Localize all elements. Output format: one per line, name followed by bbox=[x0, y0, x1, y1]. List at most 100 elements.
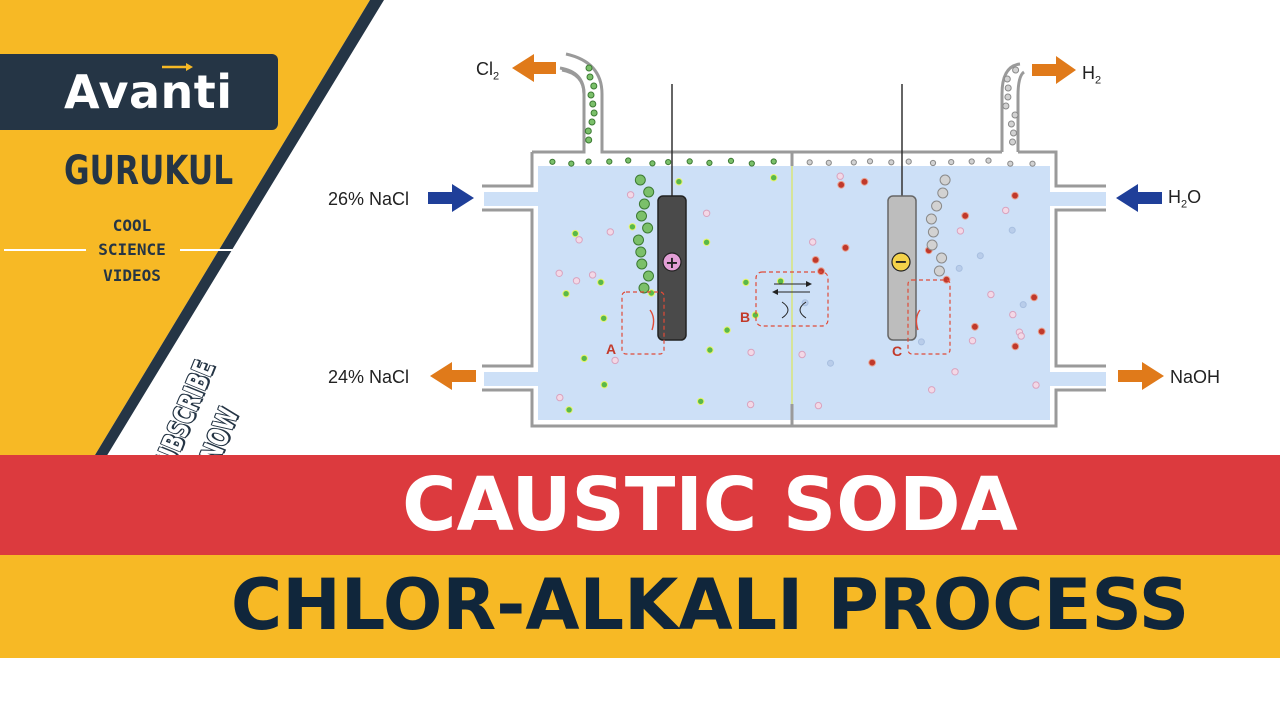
chlorine-bubble bbox=[585, 158, 592, 165]
cl2-label: Cl2 bbox=[476, 59, 500, 83]
chloride-ion bbox=[702, 238, 711, 247]
hydrogen-bubble bbox=[948, 159, 955, 166]
chloride-ion bbox=[571, 229, 579, 238]
chlorine-bubble bbox=[643, 270, 654, 282]
hydrogen-bubble bbox=[1007, 120, 1015, 128]
hydrogen-bubble bbox=[888, 159, 895, 166]
sodium-ion bbox=[836, 172, 844, 180]
sodium-ion bbox=[798, 350, 806, 359]
chlorine-bubble bbox=[686, 158, 693, 165]
hydrogen-bubble bbox=[929, 159, 937, 167]
hydrogen-bubble bbox=[936, 252, 948, 264]
sodium-ion bbox=[606, 228, 614, 236]
brand-arrow-icon bbox=[162, 63, 193, 71]
sodium-ion bbox=[702, 209, 711, 218]
chlorine-bubble bbox=[638, 198, 650, 210]
hydrogen-bubble bbox=[1009, 138, 1016, 146]
hydroxide-ion bbox=[1011, 342, 1020, 351]
title-band-red bbox=[0, 455, 1280, 555]
anode-sign: + bbox=[665, 253, 678, 272]
chlorine-bubble bbox=[584, 127, 592, 135]
chlorine-bubble bbox=[636, 258, 648, 270]
chloride-ion bbox=[770, 174, 778, 182]
hydrogen-bubble bbox=[933, 265, 945, 277]
cl2-out-arrow bbox=[512, 54, 556, 82]
water-molecule bbox=[827, 359, 834, 367]
hydrogen-bubble bbox=[985, 157, 992, 164]
chlorine-bubble bbox=[589, 100, 597, 108]
sodium-ion bbox=[575, 236, 583, 244]
chloride-ion bbox=[706, 346, 714, 354]
hydrogen-bubble bbox=[1011, 111, 1019, 119]
nacl-out-arrow bbox=[430, 362, 476, 390]
water-molecule bbox=[955, 264, 963, 272]
tagline-cool: COOL bbox=[112, 216, 152, 235]
h2-label: H2 bbox=[1082, 63, 1102, 87]
hydrogen-bubble bbox=[927, 226, 939, 238]
chloride-ion bbox=[565, 406, 573, 414]
brand-subtitle: GURUKUL bbox=[64, 148, 234, 194]
chlorine-bubble bbox=[649, 160, 656, 167]
sodium-ion bbox=[555, 269, 563, 277]
sodium-ion bbox=[746, 400, 755, 409]
flow-arrows bbox=[428, 54, 1164, 390]
water-input-label: H2O bbox=[1168, 187, 1202, 211]
cathode-sign: − bbox=[894, 252, 907, 271]
title-chlor-alkali-process: CHLOR-ALKALI PROCESS bbox=[230, 564, 1190, 646]
hydroxide-ion bbox=[860, 177, 869, 186]
sodium-ion bbox=[556, 393, 564, 402]
chloride-ion bbox=[647, 289, 656, 297]
chloride-ion bbox=[628, 223, 637, 231]
sodium-ion bbox=[1009, 310, 1017, 319]
tagline-rule-right bbox=[180, 249, 238, 251]
chlorine-bubble bbox=[625, 157, 632, 164]
chlorine-bubble bbox=[586, 73, 594, 81]
tagline-rule-left bbox=[4, 249, 86, 251]
chloride-ion bbox=[562, 290, 570, 298]
reaction-zones: A B C bbox=[606, 271, 951, 359]
chlorine-bubble bbox=[706, 159, 713, 166]
zone-a-label: A bbox=[606, 341, 616, 357]
nacl-output-label: 24% NaCl bbox=[328, 367, 410, 387]
hydroxide-ion bbox=[817, 267, 825, 276]
hydrogen-bubble bbox=[905, 158, 912, 165]
tagline-videos: VIDEOS bbox=[103, 266, 161, 285]
sodium-ion bbox=[572, 277, 581, 285]
sodium-ion bbox=[588, 271, 597, 279]
title-band-yellow bbox=[0, 555, 1280, 658]
chlorine-bubble bbox=[590, 109, 598, 117]
zone-b-label: B bbox=[740, 309, 750, 325]
chlorine-bubble bbox=[643, 186, 655, 198]
nacl-in-arrow bbox=[428, 184, 474, 212]
hydrogen-bubble bbox=[925, 213, 937, 225]
brand-name: Avanti bbox=[64, 65, 233, 119]
brand-logo-box bbox=[0, 54, 278, 130]
hydrogen-bubble bbox=[926, 239, 938, 251]
chlorine-bubble bbox=[585, 136, 593, 144]
chlorine-bubble bbox=[635, 246, 647, 258]
naoh-output-label: NaOH bbox=[1170, 367, 1221, 387]
chlorine-bubble bbox=[587, 91, 595, 99]
water-molecule bbox=[1019, 301, 1027, 309]
chlorine-bubble bbox=[585, 64, 593, 72]
hydroxide-ion bbox=[868, 358, 877, 367]
hydrogen-bubble bbox=[1012, 66, 1020, 74]
hydroxide-ion bbox=[971, 322, 979, 331]
hydroxide-ion bbox=[811, 256, 820, 264]
chlorine-bubble bbox=[590, 82, 598, 90]
chlorine-bubble bbox=[634, 174, 646, 186]
sodium-ion bbox=[747, 348, 755, 357]
chlorine-bubble bbox=[748, 160, 755, 167]
water-in-arrow bbox=[1116, 184, 1162, 212]
ion-particles bbox=[549, 64, 1046, 414]
zone-c-label: C bbox=[892, 343, 902, 359]
sodium-ion bbox=[956, 227, 965, 235]
chlorine-bubble bbox=[588, 118, 596, 126]
sodium-ion bbox=[1017, 332, 1025, 340]
chlorine-bubble bbox=[633, 234, 644, 246]
chloride-ion bbox=[600, 314, 608, 322]
hydrogen-bubble bbox=[1004, 84, 1012, 92]
nacl-input-label: 26% NaCl bbox=[328, 189, 410, 209]
tagline-science: SCIENCE bbox=[98, 240, 166, 259]
chlorine-bubble bbox=[665, 159, 672, 166]
